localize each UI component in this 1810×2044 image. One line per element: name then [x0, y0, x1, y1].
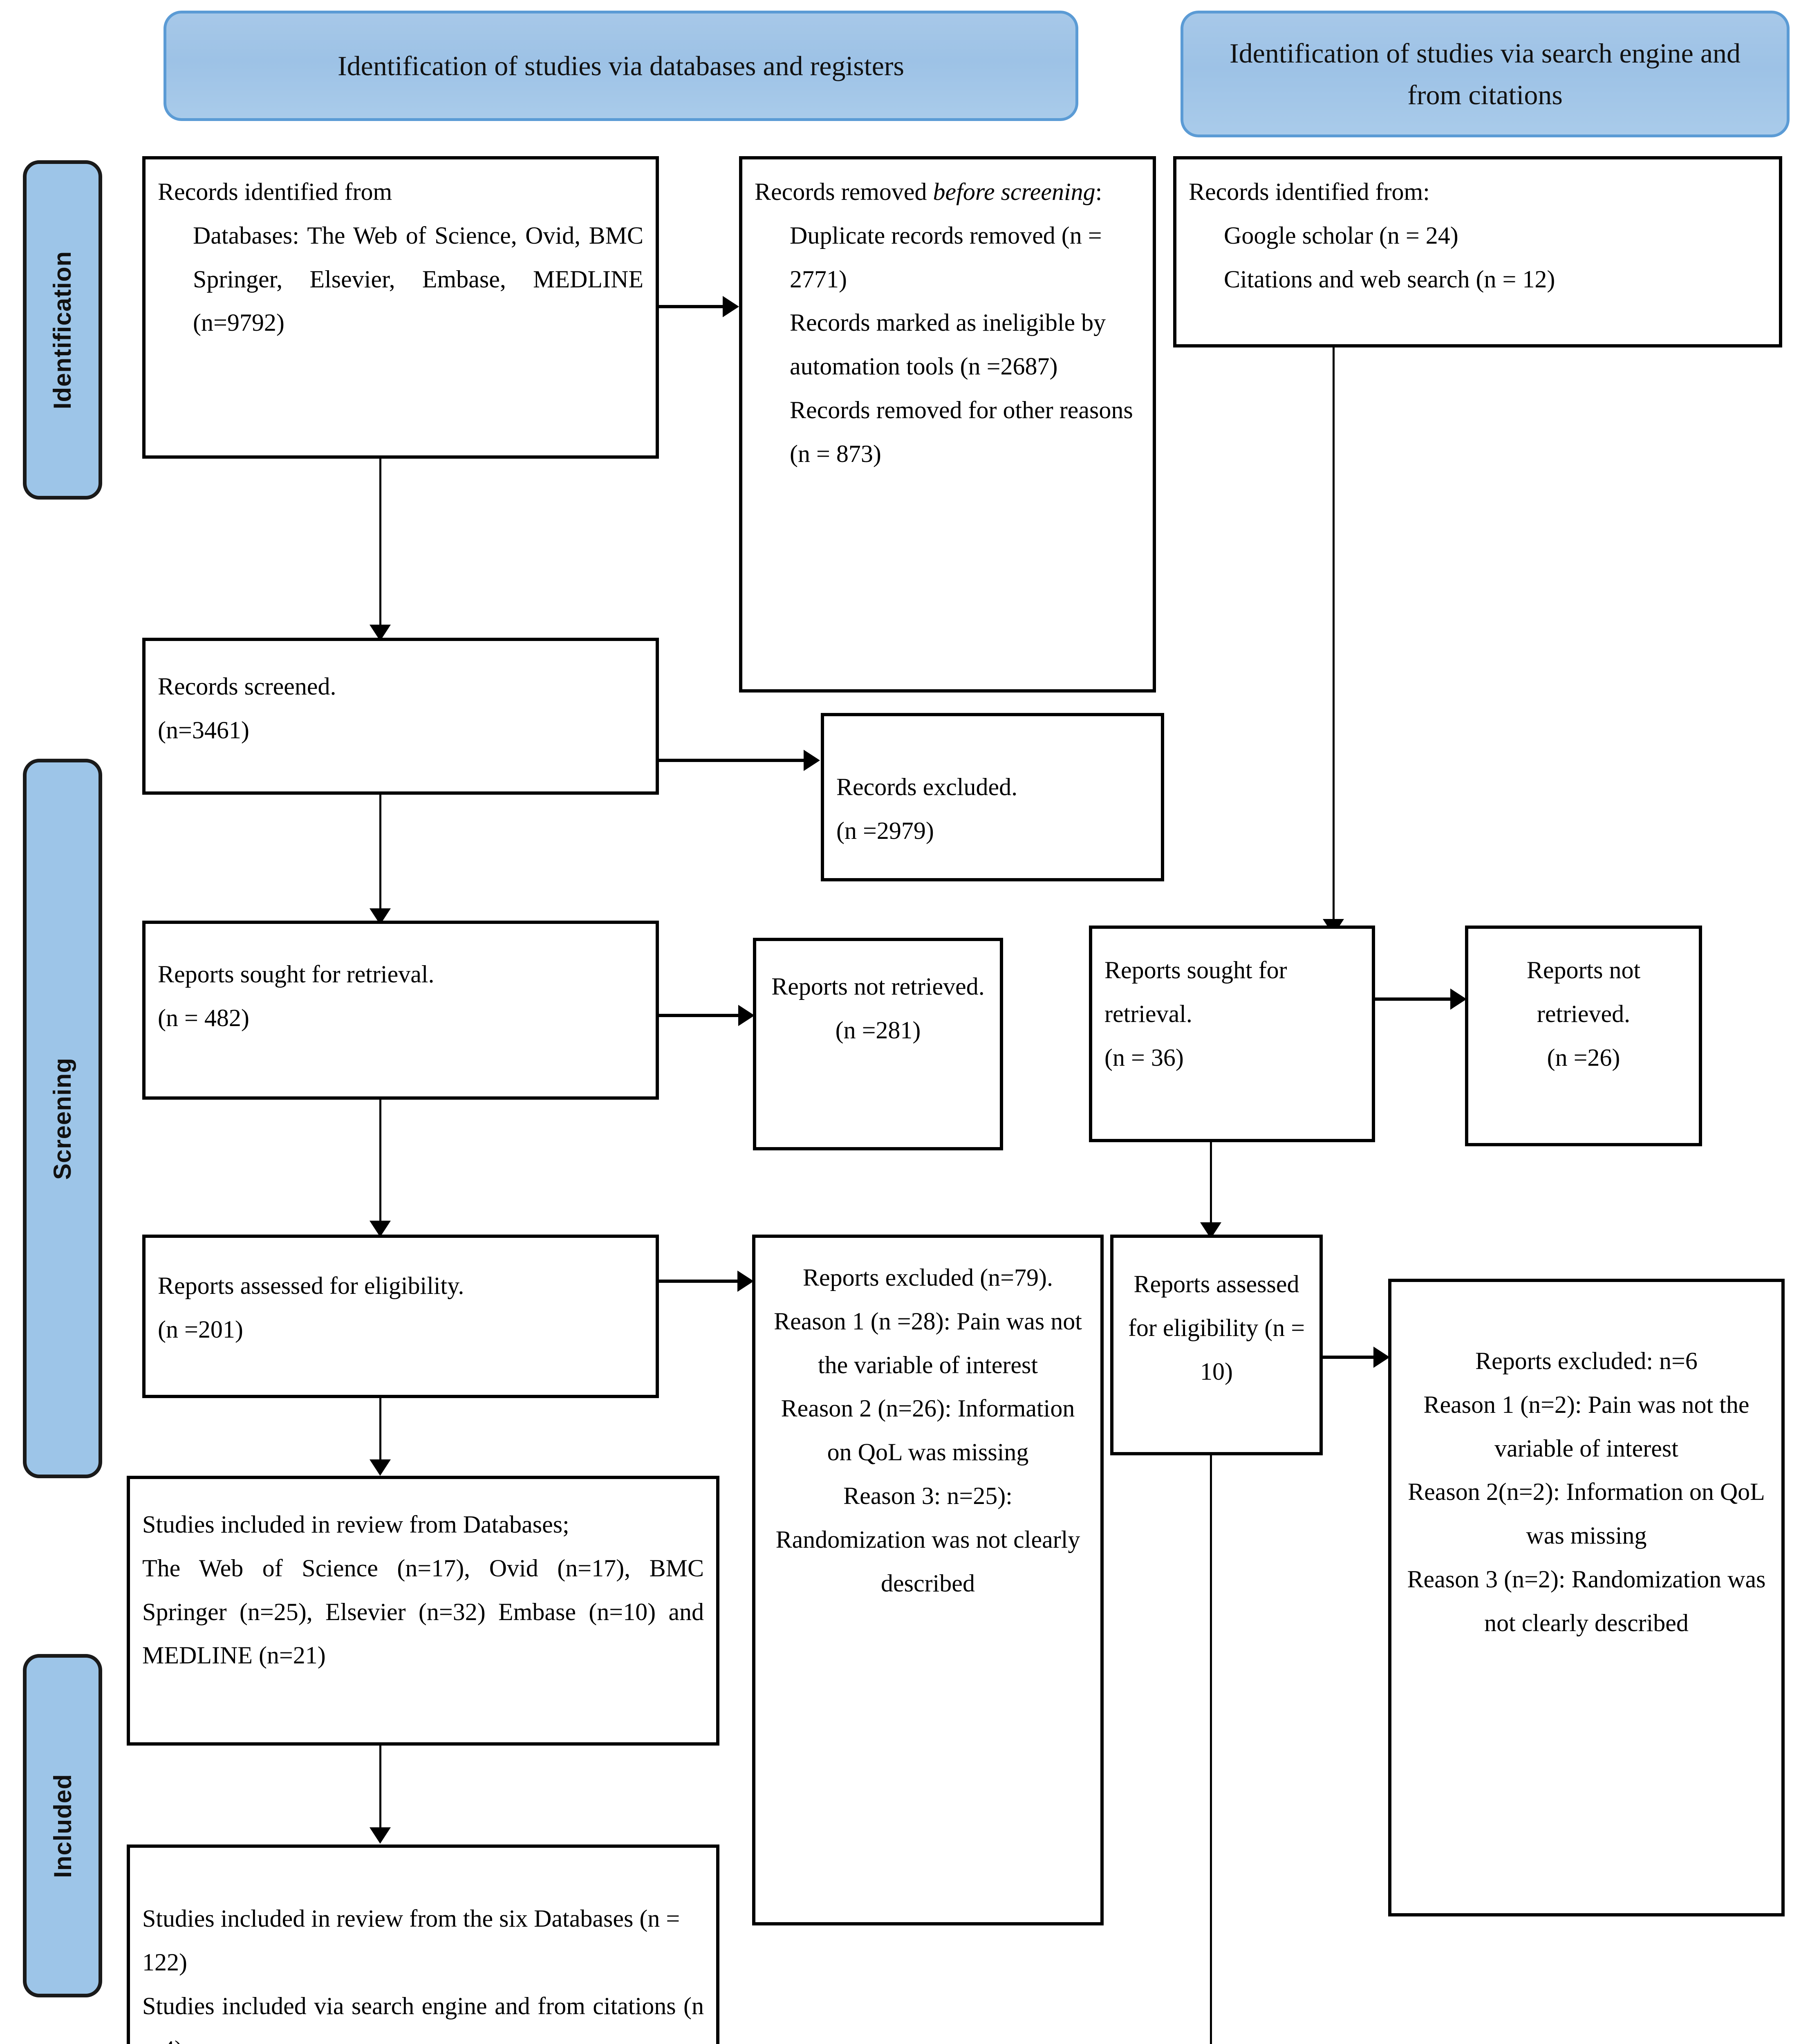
- studies-included-databases-line1: Studies included in review from Database…: [142, 1511, 569, 1538]
- reports-excluded-left-line2: Reason 1 (n =28): Pain was not the varia…: [774, 1307, 1082, 1378]
- reports-not-retrieved-left-line2: (n =281): [835, 1016, 921, 1044]
- reports-assessed-left-line2: (n =201): [158, 1316, 243, 1343]
- connector-sought-to-assessed-left: [379, 1100, 381, 1226]
- arrow-sought-to-assessed-left: [370, 1221, 391, 1237]
- records-identified-line1: Records identified from: [158, 178, 392, 205]
- reports-excluded-right-line2: Reason 1 (n=2): Pain was not the variabl…: [1423, 1391, 1750, 1462]
- box-studies-included-total: Studies included in review from the six …: [127, 1845, 719, 2044]
- box-records-identified-databases: Records identified from Databases: The W…: [142, 156, 659, 459]
- rail-screening-label: Screening: [49, 1057, 76, 1180]
- rail-identification-label: Identification: [49, 251, 76, 409]
- connector-sought-to-assessed-right: [1210, 1142, 1212, 1228]
- records-screened-line2: (n=3461): [158, 716, 249, 744]
- studies-included-total-line2: Studies included via search engine and f…: [142, 1992, 704, 2044]
- records-identified-right-line1: Records identified from:: [1189, 178, 1430, 205]
- banner-left-label: Identification of studies via databases …: [338, 50, 904, 81]
- records-removed-title: Records removed before screening:: [755, 170, 1140, 214]
- connector-sought-to-notretrieved-left: [659, 1014, 741, 1017]
- banner-right-label: Identification of studies via search eng…: [1230, 38, 1741, 110]
- box-reports-excluded-left: Reports excluded (n=79). Reason 1 (n =28…: [752, 1235, 1104, 1925]
- connector-right-identified-to-sought: [1333, 347, 1335, 925]
- reports-not-retrieved-left-line1: Reports not retrieved.: [771, 973, 985, 1000]
- box-reports-sought-retrieval-right: Reports sought for retrieval. (n = 36): [1089, 926, 1375, 1142]
- rail-included-label: Included: [49, 1773, 76, 1878]
- records-identified-right-line3: Citations and web search (n = 12): [1224, 265, 1555, 293]
- reports-not-retrieved-right-line1: Reports not retrieved.: [1526, 957, 1641, 1027]
- box-records-removed-before-screening: Records removed before screening: Duplic…: [739, 156, 1156, 693]
- records-excluded-line2: (n =2979): [836, 817, 934, 844]
- connector-right-branch-vertical-to-total: [1210, 1455, 1212, 2044]
- records-removed-title-a: Records removed: [755, 178, 933, 205]
- reports-sought-left-line2: (n = 482): [158, 1004, 249, 1031]
- connector-identified-to-screened: [379, 459, 381, 630]
- arrow-assessed-to-excluded-right: [1373, 1347, 1390, 1368]
- records-screened-line1: Records screened.: [158, 673, 336, 700]
- box-reports-sought-retrieval-left: Reports sought for retrieval. (n = 482): [142, 921, 659, 1100]
- reports-excluded-left-line4: Reason 3: n=25): Randomization was not c…: [775, 1482, 1080, 1597]
- banner-identification-search-engine: Identification of studies via search eng…: [1181, 11, 1790, 137]
- connector-screened-to-excluded: [659, 759, 806, 762]
- rail-included: Included: [23, 1654, 102, 1997]
- records-removed-title-b: before screening: [933, 178, 1095, 205]
- box-reports-excluded-right: Reports excluded: n=6 Reason 1 (n=2): Pa…: [1388, 1279, 1785, 1916]
- box-reports-not-retrieved-left: Reports not retrieved. (n =281): [753, 938, 1003, 1150]
- box-records-identified-search-engine: Records identified from: Google scholar …: [1173, 156, 1782, 347]
- studies-included-databases-line2: The Web of Science (n=17), Ovid (n=17), …: [142, 1554, 704, 1669]
- arrow-assessed-to-included-left: [370, 1459, 391, 1476]
- connector-included-to-total: [379, 1746, 381, 1832]
- box-records-excluded: Records excluded. (n =2979): [821, 713, 1164, 881]
- reports-excluded-left-line3: Reason 2 (n=26): Information on QoL was …: [781, 1395, 1075, 1466]
- reports-assessed-right-line1: Reports assessed for eligibility (n = 10…: [1128, 1271, 1305, 1385]
- box-reports-not-retrieved-right: Reports not retrieved. (n =26): [1465, 926, 1702, 1146]
- box-studies-included-databases: Studies included in review from Database…: [127, 1476, 719, 1746]
- reports-excluded-right-line1: Reports excluded: n=6: [1475, 1347, 1698, 1374]
- records-removed-item1: Duplicate records removed (n = 2771): [790, 222, 1102, 293]
- connector-screened-to-sought: [379, 795, 381, 914]
- box-reports-assessed-eligibility-right: Reports assessed for eligibility (n = 10…: [1110, 1235, 1323, 1455]
- arrow-sought-to-notretrieved-right: [1450, 988, 1467, 1010]
- records-identified-line2: Databases: The Web of Science, Ovid, BMC…: [193, 222, 643, 336]
- connector-identified-to-removed: [659, 305, 724, 308]
- arrow-included-to-total: [370, 1827, 391, 1844]
- arrow-assessed-to-excluded-left: [737, 1271, 754, 1292]
- box-reports-assessed-eligibility-left: Reports assessed for eligibility. (n =20…: [142, 1235, 659, 1398]
- connector-assessed-to-excluded-right: [1323, 1356, 1376, 1359]
- reports-assessed-left-line1: Reports assessed for eligibility.: [158, 1272, 464, 1299]
- records-excluded-line1: Records excluded.: [836, 773, 1018, 800]
- studies-included-total-line1: Studies included in review from the six …: [142, 1905, 680, 1976]
- rail-screening: Screening: [23, 759, 102, 1478]
- reports-excluded-right-line3: Reason 2(n=2): Information on QoL was mi…: [1408, 1478, 1765, 1549]
- arrow-sought-to-notretrieved-left: [738, 1005, 755, 1026]
- connector-sought-to-notretrieved-right: [1375, 997, 1453, 1001]
- records-removed-item3: Records removed for other reasons (n = 8…: [790, 396, 1133, 467]
- arrow-identified-to-removed: [723, 296, 739, 317]
- reports-excluded-left-line1: Reports excluded (n=79).: [802, 1264, 1053, 1291]
- connector-assessed-to-included-left: [379, 1398, 381, 1464]
- connector-assessed-to-excluded-left: [659, 1280, 741, 1283]
- reports-sought-right-line1: Reports sought for retrieval.: [1104, 957, 1287, 1027]
- records-identified-right-line2: Google scholar (n = 24): [1224, 222, 1458, 249]
- records-removed-item2: Records marked as ineligible by automati…: [790, 309, 1106, 380]
- banner-identification-databases: Identification of studies via databases …: [164, 11, 1078, 121]
- rail-identification: Identification: [23, 160, 102, 500]
- reports-sought-right-line2: (n = 36): [1104, 1044, 1184, 1071]
- reports-excluded-right-line4: Reason 3 (n=2): Randomization was not cl…: [1407, 1565, 1766, 1636]
- box-records-screened: Records screened. (n=3461): [142, 638, 659, 795]
- arrow-screened-to-excluded: [804, 750, 820, 771]
- records-removed-title-c: :: [1095, 178, 1102, 205]
- reports-not-retrieved-right-line2: (n =26): [1547, 1044, 1620, 1071]
- reports-sought-left-line1: Reports sought for retrieval.: [158, 961, 435, 988]
